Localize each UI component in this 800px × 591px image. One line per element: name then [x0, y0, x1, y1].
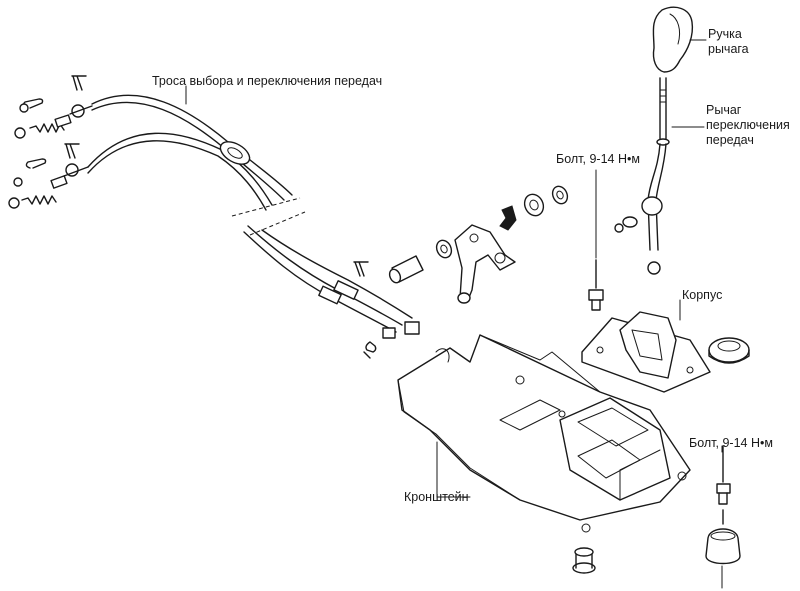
select-lever-parts: [388, 185, 569, 304]
shift-lever: [614, 6, 694, 275]
shift-cables: [87, 94, 413, 333]
label-bracket: Кронштейн: [404, 490, 469, 504]
label-knob: Ручка рычага: [708, 27, 749, 56]
housing: [581, 311, 750, 393]
cable-end-middle: [318, 261, 420, 359]
label-lever: Рычаг переключения передач: [706, 103, 790, 147]
cable-end-lower: [8, 143, 89, 209]
label-cables: Троса выбора и переключения передач: [152, 74, 383, 88]
label-housing: Корпус: [682, 288, 723, 302]
label-bolt-right: Болт, 9-14 Н•м: [689, 436, 773, 450]
bolt-top: [588, 259, 604, 311]
bracket: [397, 334, 691, 533]
bolt-right: [705, 445, 741, 565]
bottom-bushing: [572, 547, 596, 574]
label-bolt-top: Болт, 9-14 Н•м: [556, 152, 640, 166]
leader-lines: [185, 39, 723, 589]
cable-end-upper: [14, 75, 93, 139]
